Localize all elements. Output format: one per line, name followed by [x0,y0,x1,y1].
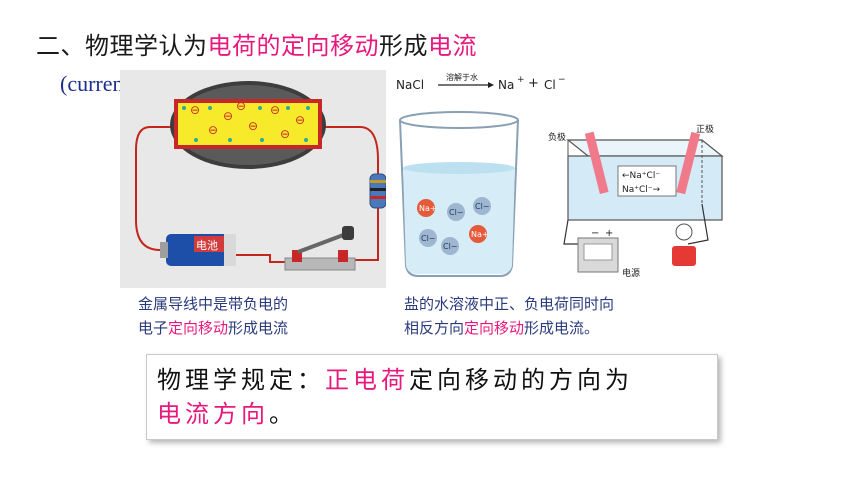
negative-electrode-label: 负极 [548,131,566,143]
caption-metal-line2: 电子定向移动形成电流 [138,319,289,337]
svg-text:Na+: Na+ [419,204,437,213]
slide-title: 二、物理学认为电荷的定向移动形成电流 [36,26,477,61]
svg-text:⊖: ⊖ [208,123,218,137]
svg-text:+: + [517,75,525,85]
electrolysis-tank: ←Na⁺Cl⁻ Na⁺Cl⁻→ 负极 正极 [548,123,724,221]
svg-text:Na+: Na+ [471,230,489,239]
svg-text:−: − [558,75,566,85]
svg-text:⊖: ⊖ [236,99,246,113]
svg-text:⊖: ⊖ [223,109,233,123]
light-bulb [672,223,696,266]
caption-salt-solution: 盐的水溶液中正、负电荷同时向 相反方向定向移动形成电流。 [404,292,614,340]
beaker: Na+ Cl− Cl− Cl− Cl− Na+ [399,111,519,277]
title-highlight-current: 电流 [428,32,477,60]
physics-rule-text: 物理学规定：正电荷定向移动的方向为 电流方向。 [157,366,633,428]
equation-product-cl: Cl [544,78,556,92]
knife-switch [284,226,356,271]
svg-text:Cl−: Cl− [475,202,490,211]
equation-arrow-label: 溶解于水 [446,72,478,82]
ion-row-1: ←Na⁺Cl⁻ [622,171,660,181]
ion-row-2: Na⁺Cl⁻→ [622,185,661,195]
electron-charges: ⊖ ⊖ ⊖ ⊖ ⊖ ⊖ ⊖ ⊖ [190,99,305,141]
title-part1: 二、物理学认为 [36,32,208,60]
power-source-label: 电源 [622,267,640,279]
svg-text:Cl−: Cl− [449,208,464,217]
metal-wire-circuit-figure: ⊖ ⊖ ⊖ ⊖ ⊖ ⊖ ⊖ ⊖ 电池 [120,70,386,288]
battery: 电池 [160,234,236,266]
physics-rule-box: 物理学规定：正电荷定向移动的方向为 电流方向。 [146,354,718,440]
svg-text:⊖: ⊖ [248,119,258,133]
caption-metal-wire: 金属导线中是带负电的 电子定向移动形成电流 [138,292,288,340]
rule-current-direction: 电流方向 [157,400,269,428]
svg-text:Cl−: Cl− [421,234,436,243]
salt-solution-figure: NaCl 溶解于水 Na + + Cl − Na+ Cl− Cl− Cl− Cl… [388,70,736,288]
caption-salt-line1: 盐的水溶液中正、负电荷同时向 [404,295,615,313]
caption-salt-line2: 相反方向定向移动形成电流。 [404,319,600,337]
positive-electrode-label: 正极 [696,123,714,135]
rule-positive-charge: 正电荷 [325,366,409,394]
beaker-ions: Na+ Cl− Cl− Cl− Cl− Na+ [417,197,491,255]
svg-text:+: + [528,76,539,91]
svg-text:⊖: ⊖ [190,103,200,117]
svg-text:⊖: ⊖ [270,103,280,117]
title-part2: 形成 [379,32,428,60]
equation-reactant: NaCl [396,78,424,92]
svg-text:+: + [605,228,613,239]
battery-label: 电池 [196,239,218,252]
power-source: − + 电源 [577,228,640,279]
svg-text:⊖: ⊖ [295,113,305,127]
svg-text:⊖: ⊖ [280,127,290,141]
title-highlight-charge-movement: 电荷的定向移动 [207,32,379,60]
svg-text:Cl−: Cl− [443,242,458,251]
caption-metal-line1: 金属导线中是带负电的 [138,295,289,313]
svg-text:−: − [591,228,599,239]
equation-product-na: Na [498,78,514,92]
